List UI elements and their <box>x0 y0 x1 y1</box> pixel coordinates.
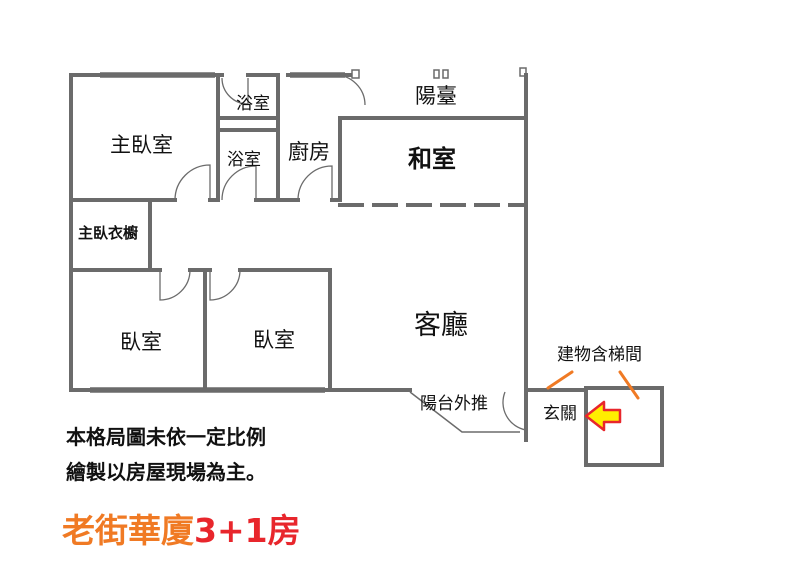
window-balcony <box>409 391 520 433</box>
stair-mark-right <box>618 370 640 400</box>
note-line-2: 繪製以房屋現場為主。 <box>66 460 266 484</box>
room-balcony-push: 陽台外推 <box>420 394 488 414</box>
room-building-stairs: 建物含梯間 <box>557 345 642 365</box>
fixture-3 <box>519 67 527 77</box>
door-bath-top <box>221 77 249 105</box>
room-kitchen: 廚房 <box>288 140 330 164</box>
door-entrance <box>502 391 527 431</box>
room-balcony: 陽臺 <box>415 84 457 108</box>
fixture-1 <box>433 69 440 79</box>
room-japanese: 和室 <box>408 145 456 173</box>
fixture-4 <box>351 69 360 79</box>
door-bedroom-r <box>209 269 241 301</box>
door-innerbath <box>221 165 257 201</box>
stair-mark-left <box>546 370 574 390</box>
listing-title: 老街華廈3+1房 <box>62 504 301 552</box>
fixture-2 <box>442 69 449 79</box>
room-bedroom-right: 臥室 <box>253 328 295 352</box>
room-master-bedroom: 主臥室 <box>110 133 173 157</box>
window-top-right <box>290 72 345 78</box>
door-bedroom-l <box>159 269 191 301</box>
room-entrance: 玄關 <box>543 404 577 424</box>
entrance-arrow-icon <box>584 400 622 432</box>
door-top-right <box>334 74 366 106</box>
window-bottom <box>90 387 325 393</box>
title-part-2: 3+1房 <box>194 511 301 550</box>
room-bedroom-left: 臥室 <box>120 330 162 354</box>
room-bath-top: 浴室 <box>236 94 270 114</box>
note-line-1: 本格局圖未依一定比例 <box>66 425 266 449</box>
room-bath-inner: 浴室 <box>227 150 261 170</box>
room-living: 客廳 <box>414 310 468 341</box>
room-master-closet: 主臥衣櫥 <box>78 224 139 242</box>
title-part-1: 老街華廈 <box>62 511 194 550</box>
window-top <box>100 72 215 78</box>
door-kitchen <box>297 165 333 201</box>
door-master <box>174 164 211 201</box>
